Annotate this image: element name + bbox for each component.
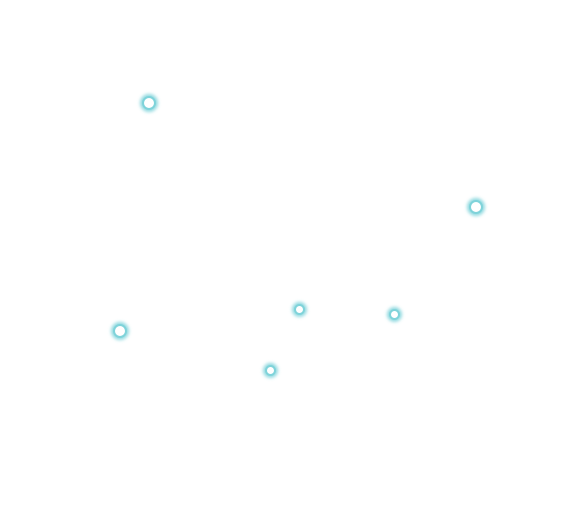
glowing-dot [142,96,156,110]
glowing-dot [294,304,305,315]
glowing-dot [113,324,127,338]
glowing-dot [469,200,483,214]
glowing-dot [389,309,400,320]
glowing-dot [265,365,276,376]
